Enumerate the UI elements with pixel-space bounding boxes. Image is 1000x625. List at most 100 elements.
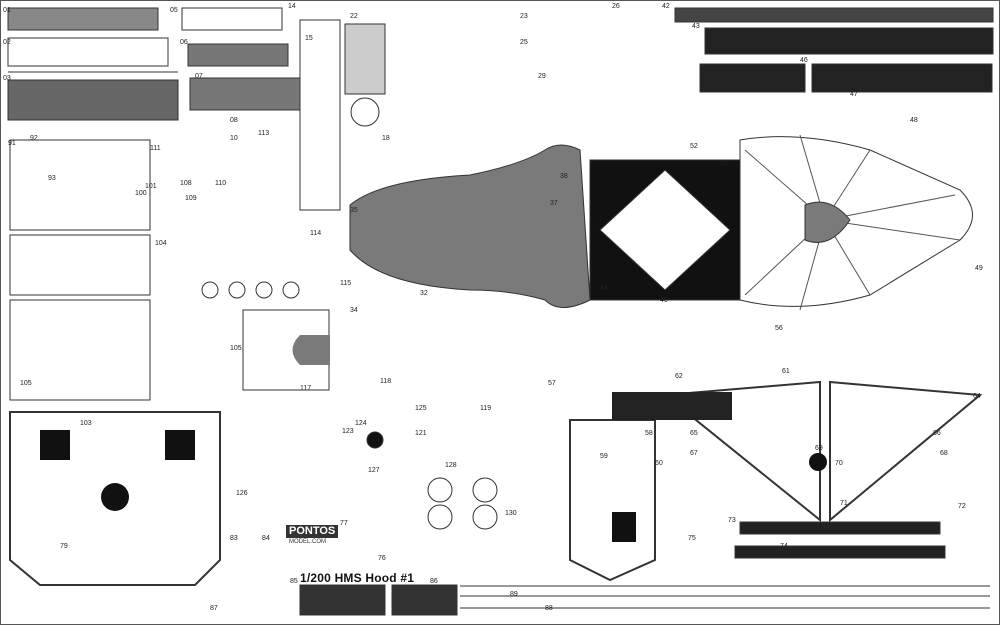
part-label: 87: [210, 605, 218, 612]
part-label: 61: [782, 368, 790, 375]
part-label: 88: [545, 605, 553, 612]
part-label: 89: [510, 591, 518, 598]
part-label: 58: [645, 430, 653, 437]
part-label: 72: [958, 503, 966, 510]
gangway-rail: [612, 392, 732, 420]
part-label: 63: [684, 393, 692, 400]
bottom-rails: [299, 521, 990, 616]
part-label: 62: [675, 373, 683, 380]
part-label: 65: [690, 430, 698, 437]
part-label: 68: [940, 450, 948, 457]
part-label: 84: [262, 535, 270, 542]
part-label: 38: [560, 173, 568, 180]
part-label: 76: [378, 555, 386, 562]
part-label: 128: [445, 462, 457, 469]
part-label: 14: [288, 3, 296, 10]
part-label: 02: [3, 39, 11, 46]
part-label: 22: [350, 13, 358, 20]
brand-site: MODEL.COM: [289, 539, 327, 545]
part-label: 100: [135, 190, 147, 197]
center-bracket: [569, 419, 656, 582]
part-label: 34: [600, 285, 608, 292]
brand-logo: PONTOS: [286, 525, 339, 538]
part-label: 93: [48, 175, 56, 182]
part-label: 69: [815, 445, 823, 452]
part-label: 18: [382, 135, 390, 142]
part-label: 86: [430, 578, 438, 585]
part-label: 48: [910, 117, 918, 124]
small-parts-left: [9, 139, 151, 401]
part-label: 60: [655, 460, 663, 467]
part-label: 07: [195, 73, 203, 80]
part-label: 03: [3, 75, 11, 82]
fret-title: 1/200 HMS Hood #1: [300, 571, 415, 585]
part-label: 117: [300, 385, 311, 392]
part-label: 113: [258, 130, 269, 137]
part-label: 127: [368, 467, 380, 474]
part-label: 34: [350, 307, 358, 314]
part-label: 73: [728, 517, 736, 524]
part-label: 06: [180, 39, 188, 46]
part-label: 114: [310, 230, 321, 237]
part-label: 35: [350, 207, 358, 214]
part-label: 71: [840, 500, 848, 507]
part-label: 110: [215, 180, 226, 187]
part-label: 119: [480, 405, 491, 412]
part-label: 59: [600, 453, 608, 460]
part-label: 39: [720, 161, 728, 168]
part-label: 83: [230, 535, 238, 542]
part-label: 08: [230, 117, 238, 124]
part-label: 05: [170, 7, 178, 14]
part-label: 46: [800, 57, 808, 64]
part-label: 32: [420, 290, 428, 297]
part-label: 101: [145, 183, 157, 190]
part-label: 115: [340, 280, 351, 287]
platform-corner-left: [40, 430, 70, 460]
platform-hole: [101, 483, 129, 511]
upper-center-rails: [181, 7, 386, 211]
part-label: 57: [548, 380, 556, 387]
part-label: 118: [380, 378, 391, 385]
plate-grey-cutout: [292, 335, 330, 365]
part-label: 52: [690, 143, 698, 150]
part-label: 105: [230, 345, 242, 352]
part-label: 121: [415, 430, 427, 437]
top-right-rails: [674, 7, 994, 93]
radial-hub-grey: [804, 201, 851, 243]
part-label: 40: [660, 297, 668, 304]
part-label: 92: [30, 135, 38, 142]
part-label: 70: [835, 460, 843, 467]
part-label: 25: [520, 39, 528, 46]
part-label: 77: [340, 520, 348, 527]
part-labels: 01 02 03 05 06 07 08 10 14 15 22 18 26 2…: [3, 3, 983, 612]
part-label: 103: [80, 420, 92, 427]
part-label: 108: [180, 180, 192, 187]
part-label: 67: [690, 450, 698, 457]
top-left-rails: [7, 7, 179, 121]
part-label: 47: [850, 91, 858, 98]
part-label: 10: [230, 135, 238, 142]
part-label: 64: [973, 393, 981, 400]
part-label: 75: [688, 535, 696, 542]
part-label: 15: [305, 35, 313, 42]
bracket-cutout: [612, 512, 636, 542]
part-label: 43: [692, 23, 700, 30]
part-label: 74: [780, 543, 788, 550]
part-label: 01: [3, 7, 11, 14]
part-label: 56: [775, 325, 783, 332]
center-lattice-holes: [599, 169, 731, 291]
part-label: 111: [150, 145, 161, 152]
part-label: 105: [20, 380, 32, 387]
part-label: 49: [975, 265, 983, 272]
platform-corner-right: [165, 430, 195, 460]
part-label: 91: [8, 140, 16, 147]
part-label: 85: [290, 578, 298, 585]
fan-hub: [809, 453, 827, 471]
part-label: 104: [155, 240, 167, 247]
part-label: 23: [520, 13, 528, 20]
part-label: 66: [933, 430, 941, 437]
part-label: 123: [342, 428, 354, 435]
part-label: 26: [612, 3, 620, 10]
round-parts: [201, 281, 498, 530]
